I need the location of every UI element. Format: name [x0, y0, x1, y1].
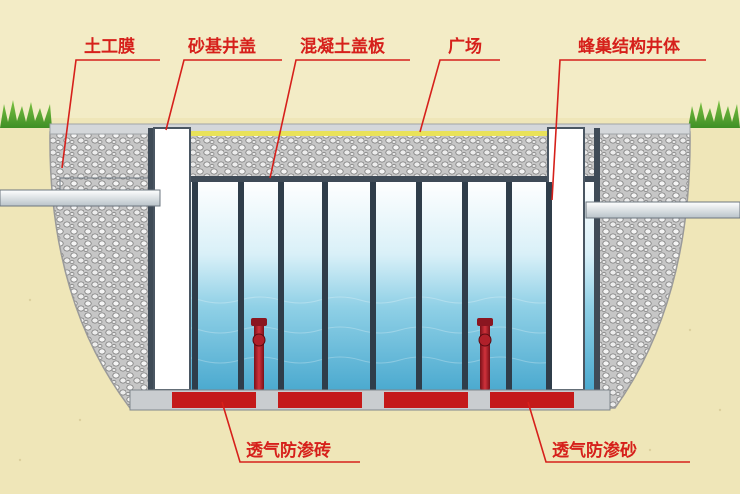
- label-sand-well-cover: 砂基井盖: [188, 36, 256, 57]
- column: [238, 182, 244, 390]
- tank-top-beam: [148, 176, 600, 182]
- manhole-shaft-left: [153, 127, 191, 391]
- pump-left: [251, 318, 267, 392]
- tank-left-wall: [148, 128, 154, 390]
- honeycomb-columns: [192, 182, 552, 390]
- label-plaza: 广场: [448, 36, 482, 57]
- column: [462, 182, 468, 390]
- grass-right: [688, 100, 740, 128]
- outlet-pipe-right: [585, 201, 740, 219]
- column: [278, 182, 284, 390]
- column: [370, 182, 376, 390]
- label-geotextile: 土工膜: [84, 36, 135, 57]
- pump-right: [477, 318, 493, 392]
- column: [192, 182, 198, 390]
- leader-lines: [61, 59, 706, 463]
- inlet-pipe-left: [0, 177, 161, 207]
- label-permeable-sand: 透气防渗砂: [552, 440, 637, 461]
- column: [546, 182, 552, 390]
- water-ripples: [159, 296, 561, 364]
- label-honeycomb-well: 蜂巢结构井体: [578, 36, 681, 57]
- yellow-layer: [190, 131, 550, 136]
- column: [322, 182, 328, 390]
- tank-right-wall: [594, 128, 600, 390]
- column: [416, 182, 422, 390]
- soil-texture: [18, 298, 722, 462]
- label-concrete-cover: 混凝土盖板: [300, 36, 386, 57]
- permeable-bricks: [172, 392, 574, 408]
- grass-left: [0, 100, 52, 128]
- column: [506, 182, 512, 390]
- label-permeable-brick: 透气防渗砖: [246, 440, 331, 461]
